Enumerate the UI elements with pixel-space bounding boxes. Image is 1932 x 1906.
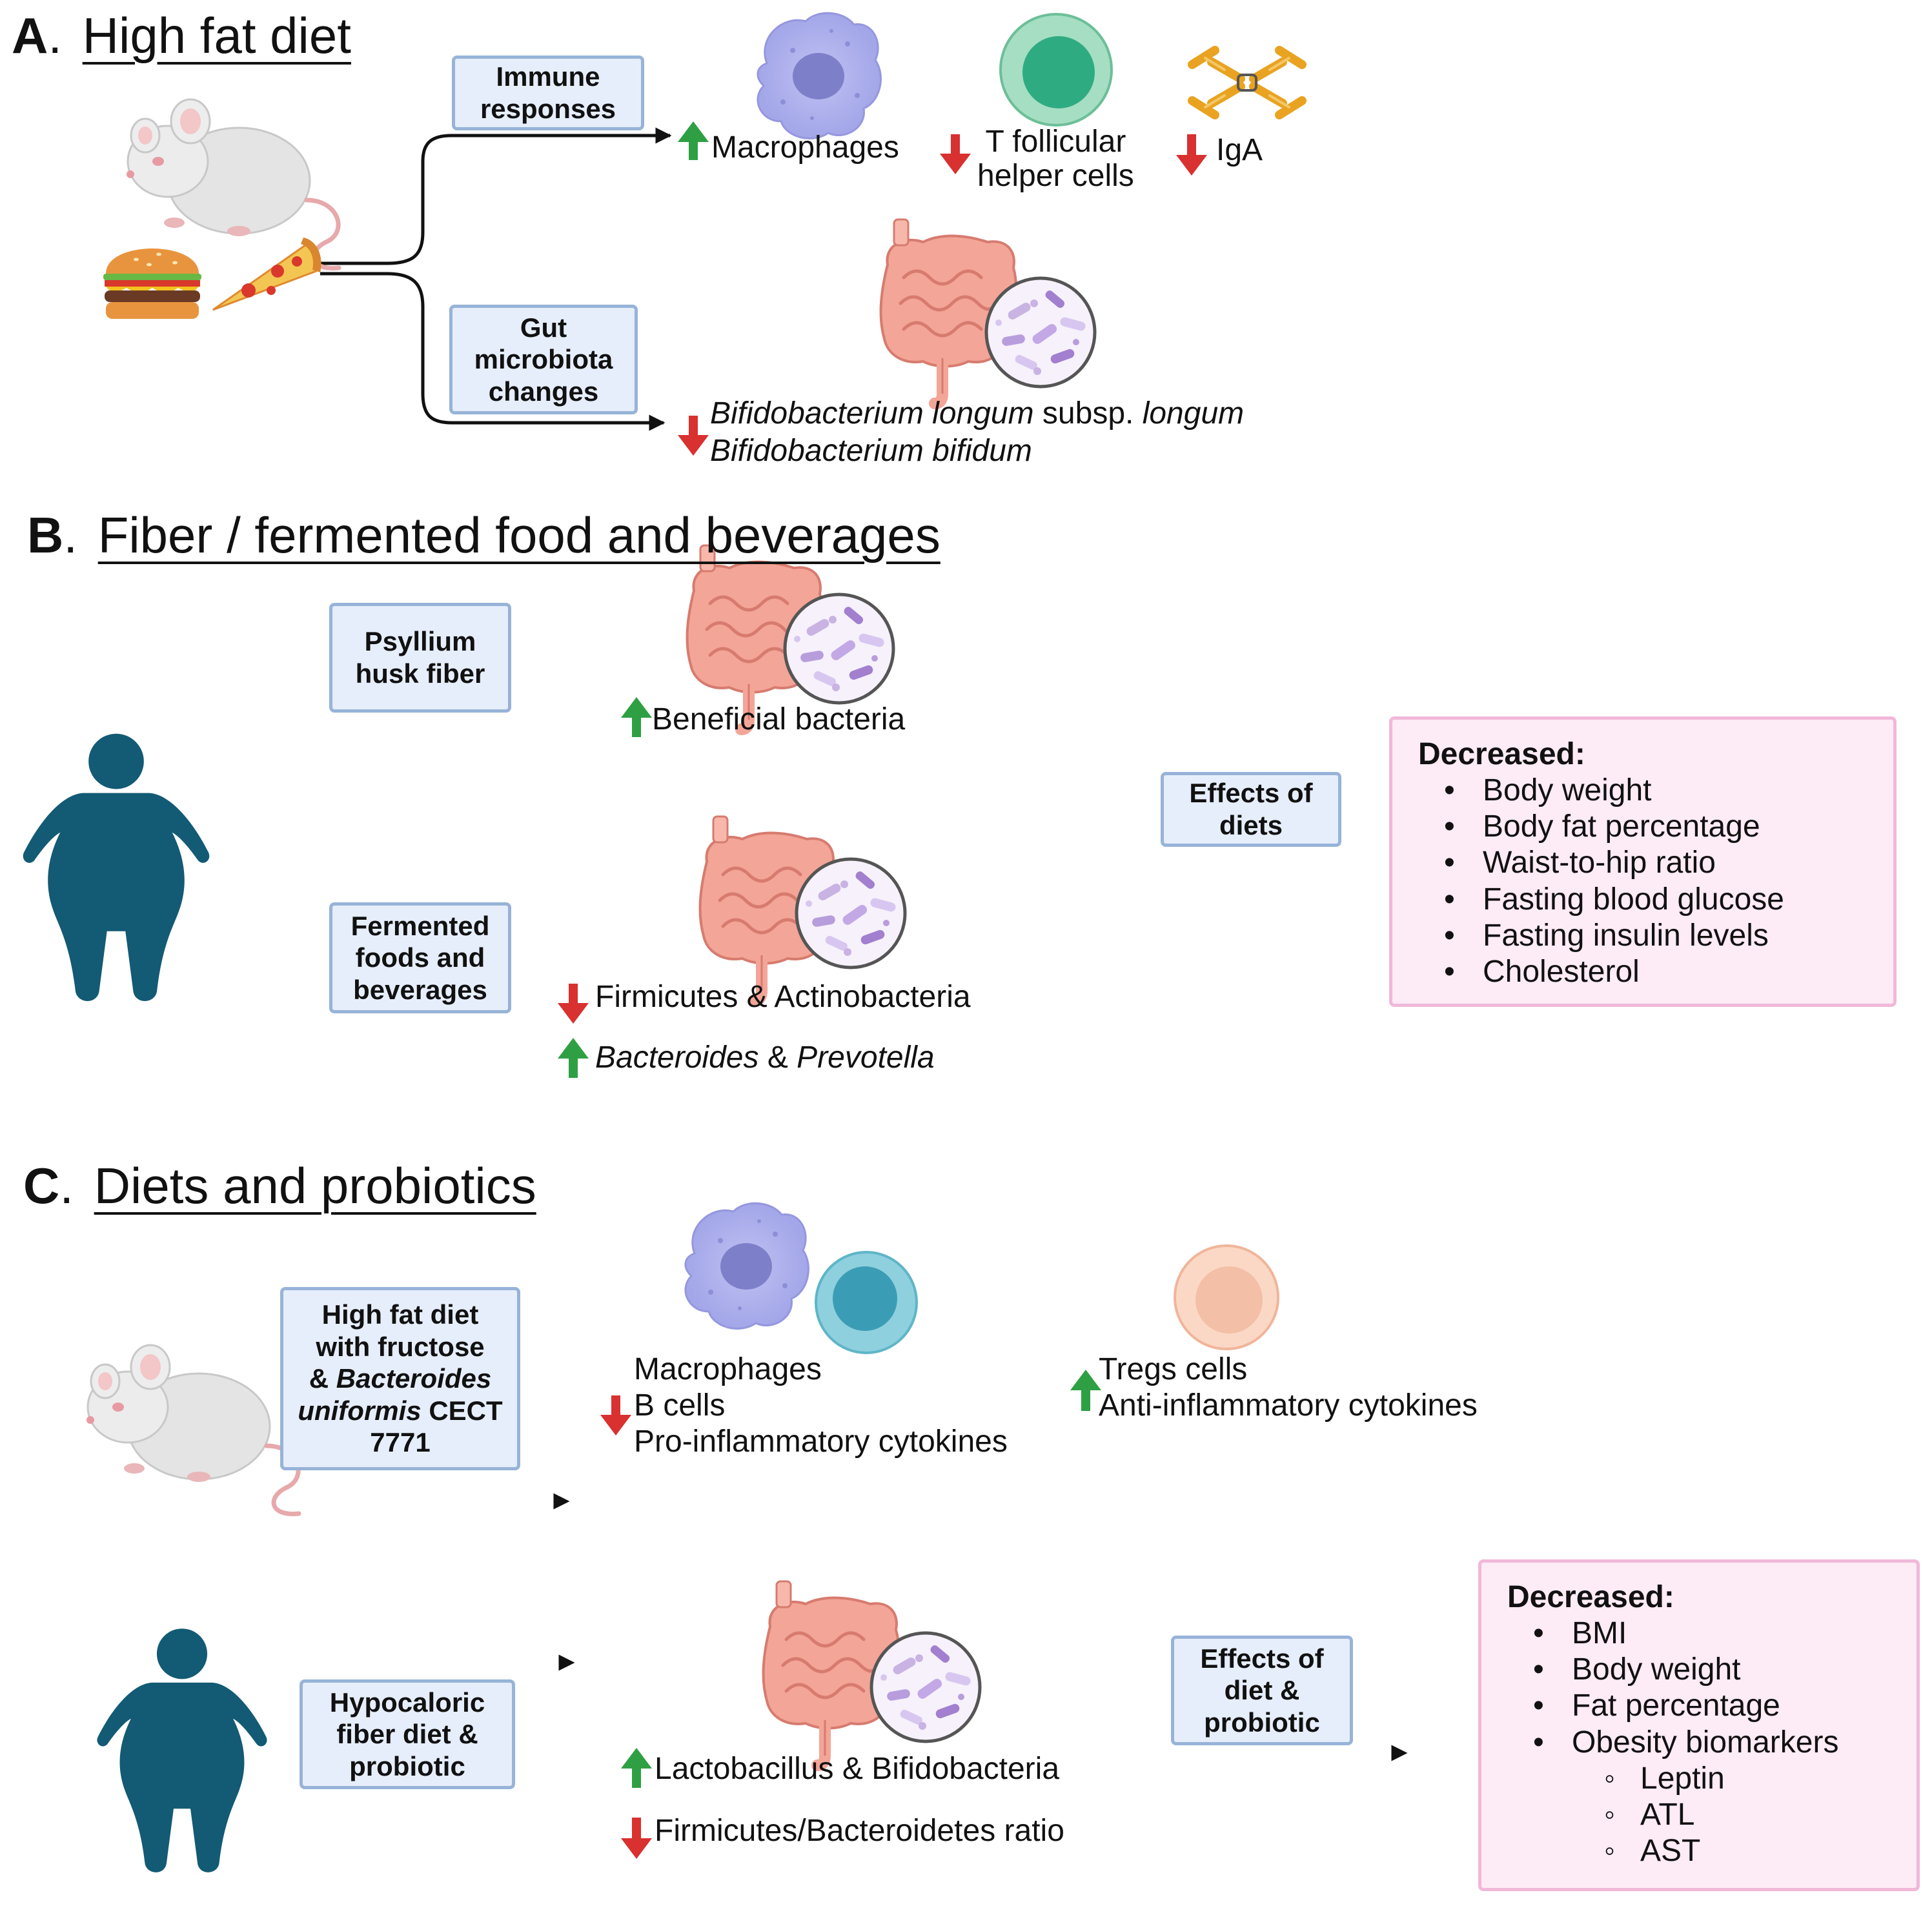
list-item: Fasting insulin levels	[1418, 918, 1867, 954]
list-item: Body weight	[1507, 1652, 1891, 1688]
list-item: Waist-to-hip ratio	[1418, 845, 1867, 881]
results-heading: Decreased:	[1507, 1580, 1674, 1614]
panel-c-results-box: Decreased: BMI Body weight Fat percentag…	[1478, 1559, 1920, 1891]
effects-of-diets-box: Effects of diets	[1161, 772, 1341, 847]
gut-microbiota-changes-box: Gut microbiota changes	[449, 305, 638, 414]
b-cell-icon	[815, 1251, 918, 1354]
macrophages-label: Macrophages	[711, 130, 899, 165]
hypocaloric-fiber-diet-box: Hypocaloric fiber diet & probiotic	[300, 1679, 515, 1789]
list-item: BMI	[1507, 1616, 1891, 1652]
bifidobacterium-bifidum-label: Bifidobacterium bifidum	[710, 434, 1032, 468]
results-list: BMI Body weight Fat percentage Obesity b…	[1507, 1616, 1891, 1869]
burger-icon	[103, 248, 201, 319]
beneficial-bacteria-label: Beneficial bacteria	[652, 702, 906, 736]
mouse-icon	[86, 1345, 299, 1514]
macrophage-icon	[684, 1202, 809, 1330]
firmicutes-bacteroidetes-ratio-label: Firmicutes/Bacteroidetes ratio	[655, 1814, 1064, 1848]
list-item: Cholesterol	[1418, 954, 1867, 990]
c-decreased-immune-label: Macrophages B cells Pro-inflammatory cyt…	[634, 1352, 1008, 1459]
microbiota-icon	[986, 278, 1095, 387]
microbiota-icon	[797, 859, 905, 968]
panel-c-title: C. Diets and probiotics	[23, 1157, 536, 1214]
immune-responses-box: Immune responses	[452, 56, 644, 130]
down-arrow-icon	[1176, 134, 1207, 176]
panel-b-title: B. Fiber / fermented food and beverages	[27, 507, 941, 563]
list-item: Body weight	[1418, 773, 1867, 809]
panel-b-results-box: Decreased: Body weight Body fat percenta…	[1389, 716, 1896, 1007]
c-increased-immune-label: Tregs cells Anti-inflammatory cytokines	[1099, 1352, 1478, 1423]
results-list: Body weight Body fat percentage Waist-to…	[1418, 773, 1867, 990]
firmicutes-actinobacteria-label: Firmicutes & Actinobacteria	[595, 980, 971, 1014]
list-subitem: ATL	[1507, 1797, 1891, 1833]
list-item: Body fat percentage	[1418, 809, 1867, 845]
iga-label: IgA	[1216, 133, 1263, 167]
panel-a-title: A. High fat diet	[12, 7, 351, 64]
treg-cell-icon	[1174, 1244, 1279, 1350]
person-icon	[23, 733, 210, 1001]
up-arrow-icon	[621, 1748, 652, 1788]
list-item: Fat percentage	[1507, 1688, 1891, 1724]
microbiota-icon	[871, 1633, 980, 1741]
up-arrow-icon	[678, 121, 709, 160]
bacteroides-prevotella-label: Bacteroides & Prevotella	[595, 1040, 935, 1075]
up-arrow-icon	[1070, 1370, 1101, 1411]
down-arrow-icon	[940, 134, 971, 174]
up-arrow-icon	[558, 1038, 589, 1078]
list-item: Fasting blood glucose	[1418, 882, 1867, 918]
pizza-icon	[212, 236, 323, 311]
antibody-icon	[1192, 50, 1302, 115]
t-follicular-helper-label: T follicular helper cells	[977, 125, 1134, 193]
down-arrow-icon	[678, 416, 709, 456]
results-heading: Decreased:	[1418, 737, 1585, 771]
macrophage-icon	[757, 12, 882, 139]
down-arrow-icon	[558, 984, 589, 1024]
up-arrow-icon	[621, 697, 652, 737]
down-arrow-icon	[600, 1395, 631, 1435]
list-item: Obesity biomarkers	[1507, 1725, 1891, 1761]
microbiota-icon	[785, 594, 893, 703]
person-icon	[97, 1628, 267, 1872]
psyllium-husk-fiber-box: Psyllium husk fiber	[329, 603, 511, 713]
list-subitem: AST	[1507, 1833, 1891, 1869]
list-subitem: Leptin	[1507, 1761, 1891, 1797]
effects-of-diet-probiotic-box: Effects of diet & probiotic	[1171, 1636, 1353, 1745]
fermented-foods-box: Fermented foods and beverages	[329, 902, 511, 1013]
t-cell-icon	[999, 13, 1113, 127]
lactobacillus-bifidobacteria-label: Lactobacillus & Bifidobacteria	[655, 1752, 1060, 1786]
down-arrow-icon	[621, 1818, 652, 1859]
bifidobacterium-longum-label: Bifidobacterium longum subsp. longum	[710, 396, 1245, 431]
high-fat-diet-fructose-box: High fat diet with fructose & Bacteroide…	[280, 1287, 520, 1470]
